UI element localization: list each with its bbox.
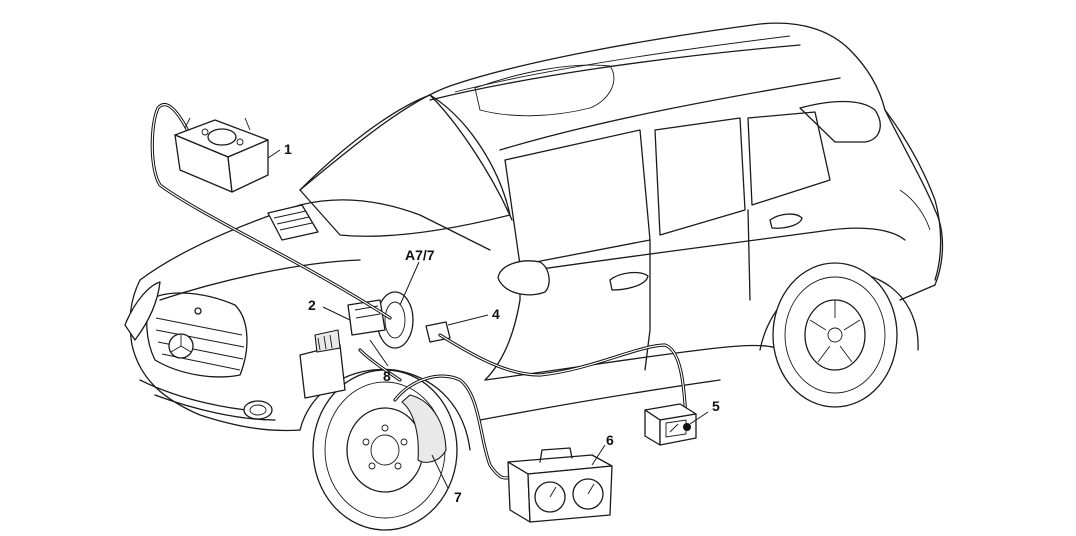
brake-booster	[376, 291, 414, 349]
callout-2: 2	[308, 297, 316, 313]
abs-unit	[299, 329, 346, 399]
front-wheel	[312, 369, 458, 531]
gauge-case-6	[507, 447, 613, 523]
rear-wheel	[772, 262, 898, 408]
hoses	[150, 103, 688, 480]
callout-4: 4	[492, 306, 500, 322]
callout-a7-7: A7/7	[405, 247, 435, 263]
star-emblem	[168, 333, 194, 359]
callout-5: 5	[712, 398, 720, 414]
instrument-box-5	[644, 403, 697, 446]
bleeder-tank-1	[174, 117, 269, 193]
vehicle-body	[124, 22, 944, 451]
callout-7: 7	[454, 489, 462, 505]
callout-6: 6	[606, 432, 614, 448]
callout-1: 1	[284, 141, 292, 157]
master-cylinder	[347, 299, 386, 336]
callout-8: 8	[383, 368, 391, 384]
hood-vent	[267, 204, 319, 241]
leader-lines	[267, 149, 709, 489]
